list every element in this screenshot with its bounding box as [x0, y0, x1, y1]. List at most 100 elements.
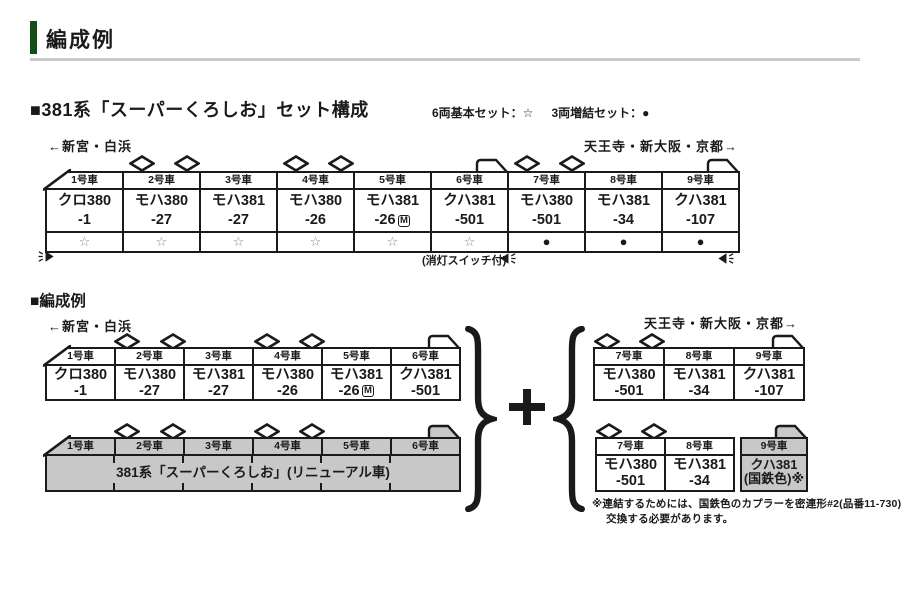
car-number-label: 7号車 — [595, 349, 663, 366]
train-cars-row: 7号車 モハ380-501 8号車 モハ381-34 — [595, 437, 735, 492]
car-cell-4: 4号車 モハ380-26 — [252, 347, 323, 401]
set-mark: ☆ — [355, 231, 430, 251]
car-name: クハ381(国鉄色)※ — [743, 457, 805, 487]
car-number-label: 9号車 — [742, 439, 806, 456]
cab-roof-icon — [427, 424, 460, 438]
car-number-label: 4号車 — [274, 440, 301, 452]
car-number-label: 2号車 — [136, 440, 163, 452]
set-legend: 6両基本セット：☆ 3両増結セット：● — [432, 104, 649, 121]
car-number-label: 1号車 — [47, 349, 114, 366]
page-title: 編成例 — [46, 29, 115, 52]
formation-diagram-9cars: 1号車 クロ380-1 ☆ 2号車 モハ380-27 ☆ 3号車 モハ381-2… — [43, 155, 741, 253]
car-cell-8: 8号車 モハ381-34 — [663, 347, 735, 401]
car-number-label: 9号車 — [663, 173, 738, 190]
car-number-label: 4号車 — [254, 349, 321, 366]
car-cell-1: 1号車 クロ380-1 ☆ — [45, 171, 124, 253]
cab-roof-icon — [706, 158, 739, 172]
car-cell-8: 8号車 モハ381-34 — [664, 437, 735, 492]
car-number-label: 3号車 — [185, 349, 252, 366]
pantograph-icon — [514, 155, 540, 172]
car-cell-7: 7号車 モハ380-501 — [593, 347, 665, 401]
cell-divider — [113, 456, 115, 463]
motor-icon: M — [397, 214, 411, 227]
car-number-label: 5号車 — [343, 440, 370, 452]
cab-roof-icon — [774, 424, 807, 438]
set-mark: ☆ — [432, 231, 507, 251]
formation-basic-6cars: 1号車 クロ380-1 2号車 モハ380-27 3号車 モハ381-27 4号… — [43, 333, 463, 403]
car-name: モハ381-34 — [672, 457, 727, 489]
direction-right-label: 天王寺・新大阪・京都→ — [644, 316, 799, 331]
car-cell-9: 9号車 クハ381-107 ● — [661, 171, 740, 253]
car-name: モハ380-501 — [602, 367, 656, 399]
plus-icon — [509, 389, 545, 425]
car-name: モハ380-501 — [603, 457, 658, 489]
car-cell-3: 3号車 モハ381-27 ☆ — [199, 171, 278, 253]
car-number-label: 8号車 — [666, 439, 733, 456]
cell-divider — [389, 483, 391, 490]
car-number-label: 6号車 — [392, 349, 459, 366]
set-mark: ● — [586, 231, 661, 251]
pantograph-icon — [129, 155, 155, 172]
car-number-label: 1号車 — [47, 173, 122, 190]
train-cars-row: 1号車 クロ380-1 ☆ 2号車 モハ380-27 ☆ 3号車 モハ381-2… — [45, 171, 740, 253]
car-name: クハ381-107 — [674, 193, 727, 229]
car-cell-9: 9号車 クハ381-107 — [733, 347, 805, 401]
car-number-label: 3号車 — [205, 440, 232, 452]
set-mark: ● — [509, 231, 584, 251]
car-name: モハ381-34 — [596, 193, 651, 229]
section2-title: ■編成例 — [30, 293, 86, 310]
pantograph-icon — [559, 155, 585, 172]
car-name: クハ381-107 — [742, 367, 796, 399]
car-cell-4: 4号車 モハ380-26 ☆ — [276, 171, 355, 253]
set-mark: ● — [663, 231, 738, 251]
formation-renewal-6cars: 1号車 2号車 3号車 4号車 5号車 6号車 381系「スーパーくろしお」(リ… — [43, 423, 463, 493]
coupler-note-line2: 交換する必要があります。 — [606, 513, 734, 525]
car-number-label: 5号車 — [355, 173, 430, 190]
car-name: クハ381-501 — [443, 193, 496, 229]
car-cell-2: 2号車 モハ380-27 — [114, 347, 185, 401]
car-number-label: 8号車 — [665, 349, 733, 366]
section1-title: ■381系「スーパーくろしお」セット構成 — [30, 100, 369, 120]
panorama-nose-icon — [43, 169, 71, 191]
set-mark: ☆ — [278, 231, 353, 251]
light-switch-note: (消灯スイッチ付) — [422, 255, 507, 267]
car-number-label: 6号車 — [412, 440, 439, 452]
pantograph-icon — [283, 155, 309, 172]
cab-roof-icon — [427, 334, 460, 348]
car-cell-6: 6号車 クハ381-501 ☆ — [430, 171, 509, 253]
cell-divider — [320, 456, 322, 463]
car-number-label: 8号車 — [586, 173, 661, 190]
car-number-label: 4号車 — [278, 173, 353, 190]
car-number-label: 7号車 — [597, 439, 664, 456]
cell-divider — [182, 483, 184, 490]
car-name: クロ380-1 — [57, 193, 112, 229]
direction-right-label: 天王寺・新大阪・京都→ — [584, 139, 739, 154]
car-name: クロ380-1 — [53, 367, 108, 399]
car-cell-9-jnr: 9号車 クハ381(国鉄色)※ — [740, 437, 808, 492]
direction-left-label: ←新宮・白浜 — [48, 139, 133, 154]
cab-roof-icon — [771, 334, 804, 348]
pantograph-icon — [174, 155, 200, 172]
coupler-note-line1: ※連結するためには、国鉄色のカプラーを密連形#2(品番11-730) — [592, 498, 902, 510]
car-cell-7: 7号車 モハ380-501 — [595, 437, 666, 492]
car-cell-5: 5号車 — [321, 437, 392, 456]
cell-divider — [389, 456, 391, 463]
closing-brace — [465, 326, 497, 512]
header-divider — [30, 58, 860, 61]
car-number-label: 9号車 — [735, 349, 803, 366]
car-name: モハ380-26 — [288, 193, 343, 229]
car-number-label: 7号車 — [509, 173, 584, 190]
panorama-nose-icon — [43, 345, 71, 367]
car-name: モハ380-27 — [134, 193, 189, 229]
pantograph-icon — [328, 155, 354, 172]
taillight-icon — [718, 253, 734, 264]
formation-addon-3cars: 7号車 モハ380-501 8号車 モハ381-34 9号車 クハ381-107 — [593, 333, 807, 403]
car-number-label: 2号車 — [116, 349, 183, 366]
car-name: モハ381-27 — [211, 193, 266, 229]
cell-divider — [251, 456, 253, 463]
car-name: モハ381-27 — [191, 367, 246, 399]
legend-basic-set: 6両基本セット：☆ — [432, 106, 534, 120]
